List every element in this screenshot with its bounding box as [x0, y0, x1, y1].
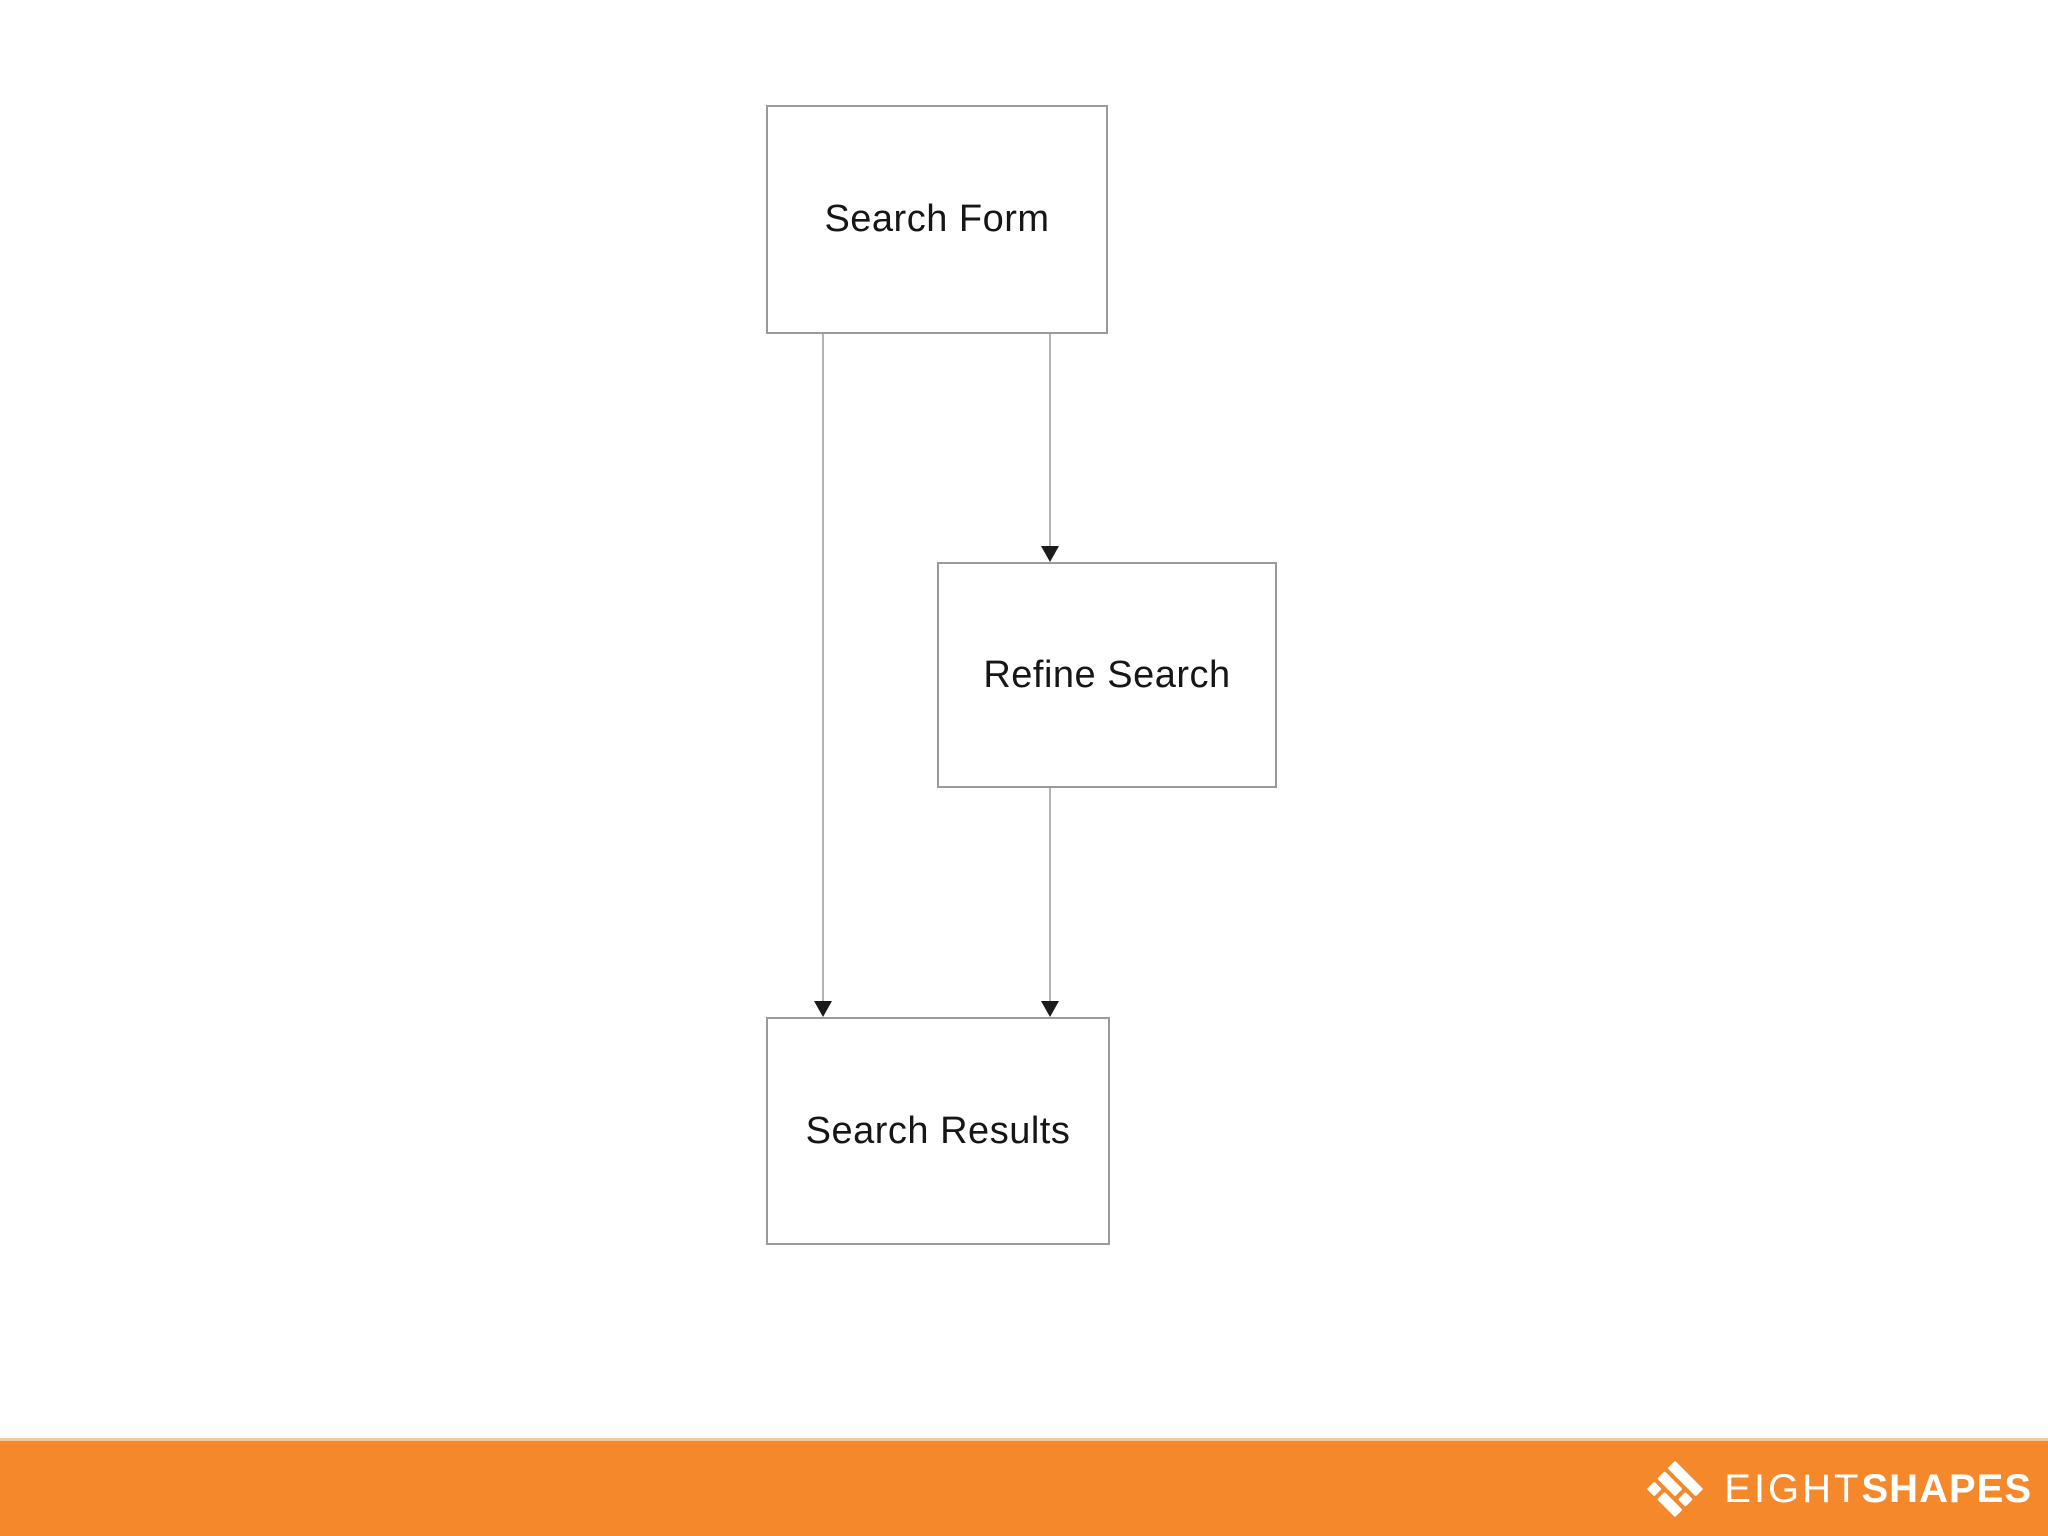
edge-search-form-to-refine-search — [1049, 334, 1051, 546]
edge-search-form-to-search-results — [822, 334, 824, 1001]
node-search-results-label: Search Results — [805, 1109, 1071, 1152]
arrowhead-into-search-results-right — [1041, 1001, 1059, 1017]
node-search-form: Search Form — [766, 105, 1108, 334]
node-search-form-label: Search Form — [824, 198, 1050, 240]
brand-lockup: EIGHTSHAPES — [1644, 1458, 2032, 1520]
node-search-results: Search Results — [766, 1017, 1110, 1245]
brand-word-eight: EIGHT — [1724, 1466, 1862, 1511]
footer-brand-bar: EIGHTSHAPES — [0, 1438, 2048, 1536]
brand-word-shapes: SHAPES — [1861, 1466, 2032, 1511]
arrowhead-into-search-results-left — [814, 1001, 832, 1017]
node-refine-search-label: Refine Search — [983, 653, 1231, 696]
eightshapes-logo-icon — [1647, 1460, 1703, 1517]
edge-refine-search-to-search-results — [1049, 788, 1051, 1001]
brand-wordmark: EIGHTSHAPES — [1724, 1469, 2032, 1509]
node-refine-search: Refine Search — [937, 562, 1277, 788]
arrowhead-into-refine-search — [1041, 546, 1059, 562]
